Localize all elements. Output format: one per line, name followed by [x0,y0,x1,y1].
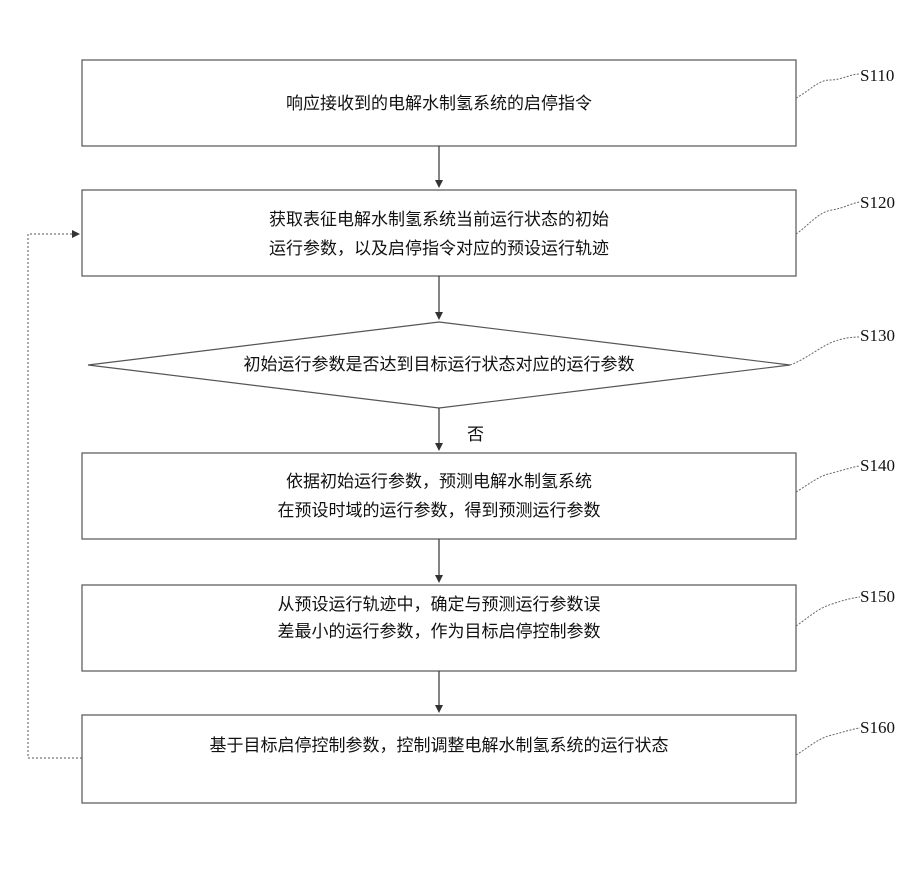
step-text-s140-line1: 依据初始运行参数，预测电解水制氢系统 [286,472,592,492]
step-label-s130: S130 [860,326,895,345]
step-label-s140: S140 [860,456,895,475]
step-label-s150: S150 [860,587,895,606]
leader-line-s130 [790,337,860,365]
step-box-s160: 基于目标启停控制参数，控制调整电解水制氢系统的运行状态 [82,715,796,803]
step-label-s160: S160 [860,718,895,737]
leader-line-s160 [796,728,860,755]
step-box-s110: 响应接收到的电解水制氢系统的启停指令 [82,60,796,146]
feedback-loop-arrow [28,234,82,758]
step-label-s110: S110 [860,66,894,85]
decision-text-s130: 初始运行参数是否达到目标运行状态对应的运行参数 [244,355,635,375]
step-box-s140: 依据初始运行参数，预测电解水制氢系统 在预设时域的运行参数，得到预测运行参数 [82,453,796,539]
step-text-s110-line1: 响应接收到的电解水制氢系统的启停指令 [286,94,592,114]
decision-branch-no-label: 否 [467,425,484,445]
decision-diamond-s130: 初始运行参数是否达到目标运行状态对应的运行参数 [88,322,790,408]
step-text-s150-line1: 从预设运行轨迹中，确定与预测运行参数误 [278,595,601,615]
step-box-s120: 获取表征电解水制氢系统当前运行状态的初始 运行参数，以及启停指令对应的预设运行轨… [82,190,796,276]
step-text-s140-line2: 在预设时域的运行参数，得到预测运行参数 [278,501,601,521]
leader-line-s140 [796,466,860,492]
leader-line-s120 [796,202,860,234]
leader-line-s110 [796,74,860,98]
step-text-s120-line1: 获取表征电解水制氢系统当前运行状态的初始 [269,210,609,230]
step-text-s120-line2: 运行参数，以及启停指令对应的预设运行轨迹 [269,239,609,259]
step-label-s120: S120 [860,193,895,212]
step-text-s160-line1: 基于目标启停控制参数，控制调整电解水制氢系统的运行状态 [210,736,669,756]
leader-line-s150 [796,597,860,626]
step-text-s150-line2: 差最小的运行参数，作为目标启停控制参数 [278,622,601,642]
step-box-s150: 从预设运行轨迹中，确定与预测运行参数误 差最小的运行参数，作为目标启停控制参数 [82,585,796,671]
